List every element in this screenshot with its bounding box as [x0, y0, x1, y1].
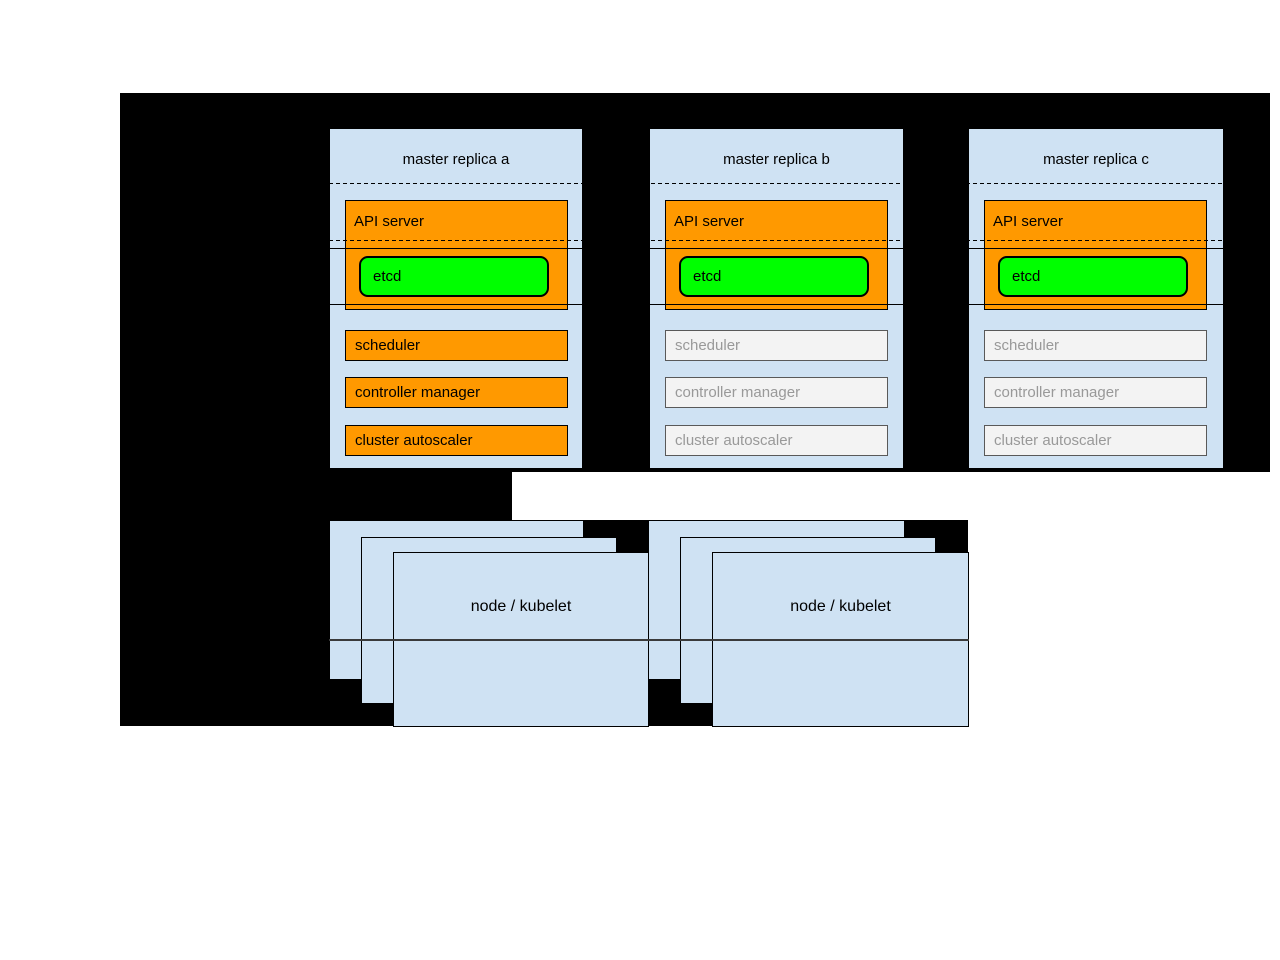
api-server-zone-dashed-line — [329, 240, 1224, 241]
scheduler-label: scheduler — [675, 337, 741, 354]
cluster-autoscaler-label: cluster autoscaler — [675, 432, 793, 449]
cluster-autoscaler-box: cluster autoscaler — [984, 425, 1207, 456]
controller-manager-label: controller manager — [994, 384, 1120, 401]
replica-title: master replica b — [723, 151, 830, 168]
cluster-autoscaler-box: cluster autoscaler — [665, 425, 888, 456]
replica-title: master replica c — [1043, 151, 1149, 168]
cluster-autoscaler-box: cluster autoscaler — [345, 425, 568, 456]
etcd-zone-bottom-line — [329, 304, 1224, 305]
scheduler-label: scheduler — [994, 337, 1060, 354]
node-kubelet-label: node / kubelet — [470, 598, 572, 615]
scheduler-label: scheduler — [355, 337, 421, 354]
etcd-box: etcd — [359, 256, 549, 297]
master-replica-c-panel: master replica c API server etcd schedul… — [968, 128, 1224, 469]
master-replica-b-panel: master replica b API server etcd schedul… — [649, 128, 904, 469]
etcd-box: etcd — [679, 256, 869, 297]
api-server-label: API server — [993, 213, 1064, 230]
cluster-autoscaler-label: cluster autoscaler — [994, 432, 1112, 449]
node-network-line — [329, 639, 969, 641]
controller-manager-label: controller manager — [675, 384, 801, 401]
api-server-label: API server — [674, 213, 745, 230]
controller-manager-label: controller manager — [355, 384, 481, 401]
etcd-label: etcd — [693, 268, 722, 285]
etcd-zone-top-line — [329, 248, 1224, 249]
etcd-label: etcd — [1012, 268, 1041, 285]
controller-manager-box: controller manager — [665, 377, 888, 408]
cluster-autoscaler-label: cluster autoscaler — [355, 432, 473, 449]
replica-header-dashed-line — [329, 183, 1224, 184]
replica-title: master replica a — [402, 151, 510, 168]
node-kubelet-label: node / kubelet — [790, 598, 891, 615]
api-server-box: API server etcd — [665, 200, 888, 310]
scheduler-box: scheduler — [984, 330, 1207, 361]
master-replica-a-panel: master replica a API server etcd schedul… — [329, 128, 583, 469]
api-server-label: API server — [354, 213, 425, 230]
controller-manager-box: controller manager — [345, 377, 568, 408]
api-server-box: API server etcd — [345, 200, 568, 310]
etcd-label: etcd — [373, 268, 402, 285]
scheduler-box: scheduler — [665, 330, 888, 361]
api-server-box: API server etcd — [984, 200, 1207, 310]
scheduler-box: scheduler — [345, 330, 568, 361]
etcd-box: etcd — [998, 256, 1188, 297]
controller-manager-box: controller manager — [984, 377, 1207, 408]
